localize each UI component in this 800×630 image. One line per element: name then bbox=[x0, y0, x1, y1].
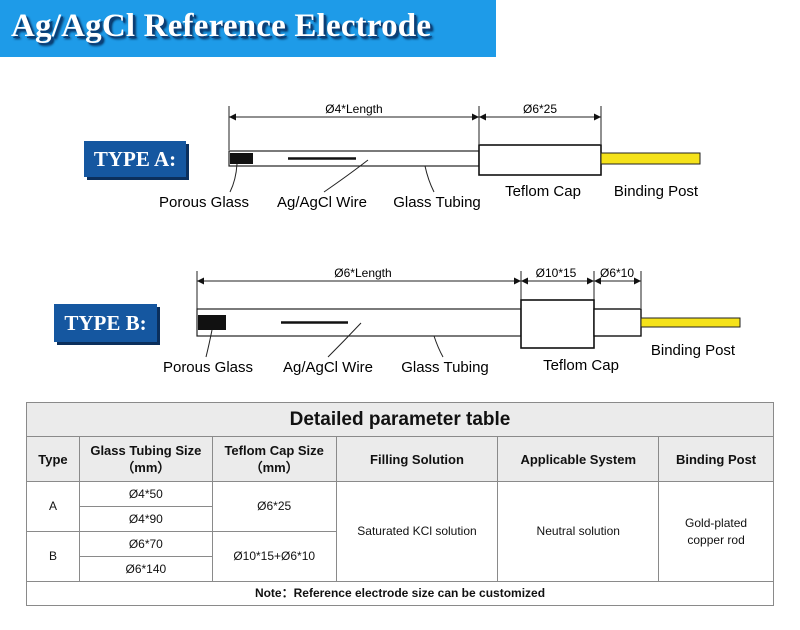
header-glass-size-label: Glass Tubing Size bbox=[90, 443, 202, 458]
binding-post-cell: Gold-plated copper rod bbox=[658, 481, 774, 582]
page-title: Ag/AgCl Reference Electrode bbox=[11, 8, 432, 44]
type-a-glass-tubing-label: Glass Tubing bbox=[393, 194, 481, 211]
type-b-binding-post-label: Binding Post bbox=[651, 342, 736, 359]
type-b-teflom-cap-small bbox=[593, 308, 642, 337]
table-row: Ø6*140 bbox=[27, 556, 774, 582]
header-cap-size-label: Teflom Cap Size bbox=[224, 443, 324, 458]
header-glass-size-unit: （mm） bbox=[121, 460, 171, 475]
type-b-badge: TYPE B: bbox=[54, 304, 157, 342]
type-a-cap-dim-label: Ø6*25 bbox=[523, 102, 557, 116]
type-a-porous-leader bbox=[229, 163, 238, 193]
type-b-diagram: Ø6*Length Ø10*15 Ø6*10 Porous Glass Ag/A… bbox=[163, 266, 741, 376]
type-a-cell: A bbox=[26, 481, 80, 532]
type-b-teflom-cap-large bbox=[520, 299, 595, 349]
header-glass-size: Glass Tubing Size （mm） bbox=[78, 436, 213, 482]
type-b-tubing-leader bbox=[433, 335, 444, 358]
type-a-diagram: Ø4*Length Ø6*25 Porous Glass Ag/AgCl Wir… bbox=[159, 102, 701, 211]
cap-size-a: Ø6*25 bbox=[211, 481, 337, 532]
header-binding-post: Binding Post bbox=[658, 436, 774, 482]
type-a-binding-post bbox=[600, 152, 701, 165]
glass-size-b1: Ø6*70 bbox=[78, 531, 213, 557]
type-b-wire-leader bbox=[327, 322, 362, 358]
table-title: Detailed parameter table bbox=[26, 402, 774, 437]
type-b-cap-small-dim-label: Ø6*10 bbox=[600, 266, 634, 280]
table-row: A Ø4*50 Ø6*25 Saturated KCl solution Neu… bbox=[26, 481, 774, 582]
type-a-teflom-cap-label: Teflom Cap bbox=[505, 183, 581, 200]
header-applicable-system: Applicable System bbox=[497, 436, 660, 482]
header-filling-solution: Filling Solution bbox=[335, 436, 499, 482]
glass-size-b2: Ø6*140 bbox=[78, 556, 213, 582]
cap-size-b: Ø10*15+Ø6*10 bbox=[211, 531, 337, 582]
table-note: Note：Reference electrode size can be cus… bbox=[26, 581, 774, 606]
type-b-porous-glass bbox=[198, 315, 226, 330]
glass-size-a1: Ø4*50 bbox=[78, 481, 213, 507]
type-b-porous-leader bbox=[205, 329, 213, 358]
glass-size-a2: Ø4*90 bbox=[78, 506, 213, 532]
title-banner: Ag/AgCl Reference Electrode bbox=[0, 0, 496, 57]
type-b-teflom-cap-label: Teflom Cap bbox=[543, 357, 619, 374]
type-b-wire-label: Ag/AgCl Wire bbox=[283, 359, 373, 376]
type-b-cell: B bbox=[26, 531, 80, 582]
type-b-binding-post bbox=[640, 317, 741, 328]
binding-post-line-2: copper rod bbox=[687, 532, 745, 547]
type-b-porous-glass-label: Porous Glass bbox=[163, 359, 253, 376]
type-a-wire-label: Ag/AgCl Wire bbox=[277, 194, 367, 211]
header-type: Type bbox=[26, 436, 80, 482]
type-a-tubing-leader bbox=[424, 165, 435, 193]
type-a-wire-leader bbox=[323, 159, 369, 193]
type-b-glass-tubing-label: Glass Tubing bbox=[401, 359, 489, 376]
binding-post-line-1: Gold-plated bbox=[685, 515, 748, 530]
type-b-body-dim-label: Ø6*Length bbox=[334, 266, 391, 280]
type-a-teflom-cap bbox=[478, 144, 602, 176]
applicable-system-cell: Neutral solution bbox=[497, 481, 660, 582]
type-a-binding-post-label: Binding Post bbox=[614, 183, 699, 200]
type-b-cap-large-dim-label: Ø10*15 bbox=[536, 266, 577, 280]
type-a-porous-glass-label: Porous Glass bbox=[159, 194, 249, 211]
type-a-porous-glass bbox=[230, 153, 253, 164]
header-cap-size-unit: （mm） bbox=[249, 460, 299, 475]
electrode-diagrams: Ø4*Length Ø6*25 Porous Glass Ag/AgCl Wir… bbox=[159, 102, 741, 376]
filling-solution-cell: Saturated KCl solution bbox=[335, 481, 499, 582]
parameter-table: Detailed parameter table Type Glass Tubi… bbox=[26, 402, 774, 606]
type-a-body-dim-label: Ø4*Length bbox=[325, 102, 382, 116]
header-cap-size: Teflom Cap Size （mm） bbox=[211, 436, 337, 482]
type-a-badge: TYPE A: bbox=[84, 141, 186, 177]
type-b-glass-tubing bbox=[196, 308, 522, 337]
table-row: B Ø6*70 Ø10*15+Ø6*10 bbox=[26, 531, 774, 582]
table-header-row: Type Glass Tubing Size （mm） Teflom Cap S… bbox=[26, 436, 774, 482]
